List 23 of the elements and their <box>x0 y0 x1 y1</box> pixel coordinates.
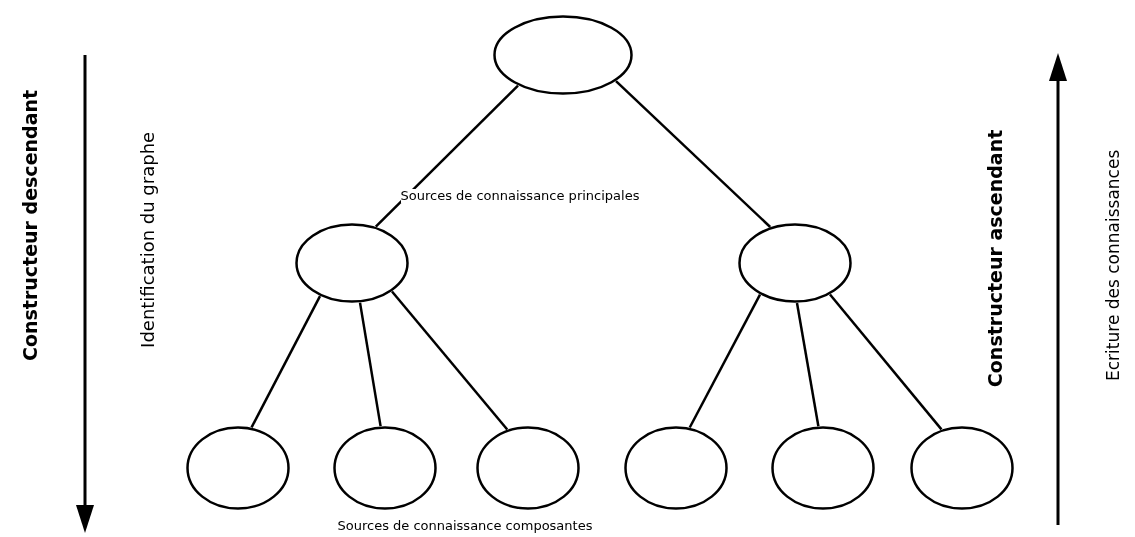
ellipse-node <box>476 426 580 510</box>
axis-caption: Constructeur descendant <box>19 89 41 361</box>
ellipse-node <box>738 223 852 303</box>
connector-line <box>829 293 943 431</box>
connector-line <box>615 80 772 228</box>
connector-line <box>374 84 519 228</box>
ellipse-node <box>771 426 875 510</box>
ellipse-node <box>910 426 1014 510</box>
ellipse-node <box>186 426 290 510</box>
ellipse-node <box>624 426 728 510</box>
axis-caption: Constructeur ascendant <box>984 129 1006 387</box>
ellipse-node <box>493 15 633 95</box>
level-label: Sources de connaissance principales <box>400 189 640 204</box>
connector-line <box>391 290 509 431</box>
connector-line <box>250 295 322 429</box>
axis-caption: Ecriture des connaissances <box>1103 149 1123 381</box>
connector-line <box>795 302 820 427</box>
level-label: Sources de connaissance composantes <box>337 519 593 534</box>
axis-caption: Identification du graphe <box>138 131 158 348</box>
ellipse-node <box>295 223 409 303</box>
ellipse-node <box>333 426 437 510</box>
connector-line <box>358 302 382 427</box>
connector-line <box>688 294 762 429</box>
